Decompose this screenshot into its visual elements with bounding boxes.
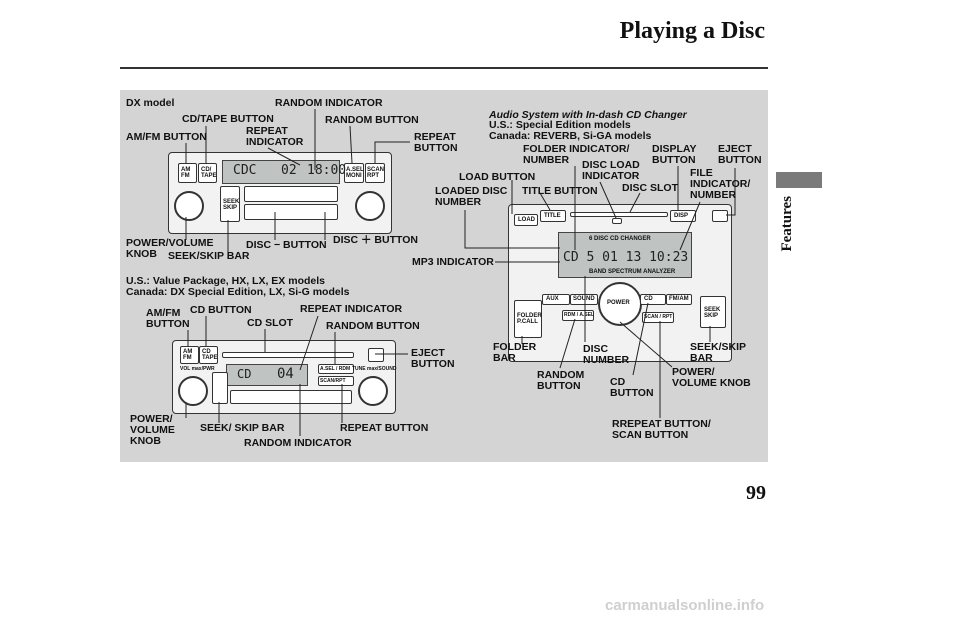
changer-title-button[interactable]: TITLE bbox=[540, 210, 566, 222]
dx-heading: DX model bbox=[126, 97, 175, 109]
us-tune-label: TUNE max/SOUND bbox=[352, 366, 397, 372]
ch-folder-indicator-label: FOLDER INDICATOR/ NUMBER bbox=[523, 143, 630, 166]
us-power-volume-knob[interactable] bbox=[178, 376, 208, 406]
dx-cd-tape-button[interactable]: CD/ TAPE bbox=[198, 163, 217, 183]
us-am-fm-label: AM/FM BUTTON bbox=[146, 307, 190, 330]
changer-display-button[interactable]: DISP bbox=[670, 210, 696, 222]
dx-tune-knob[interactable] bbox=[355, 191, 385, 221]
us-cd-button[interactable]: CD TAPE bbox=[199, 346, 218, 364]
dx-disc-minus-label: DISC − BUTTON bbox=[246, 239, 327, 251]
changer-aux-button[interactable]: AUX bbox=[542, 294, 570, 305]
changer-display: 6 DISC CD CHANGER BAND SPECTRUM ANALYZER… bbox=[558, 232, 692, 278]
dx-disc-plus-label: DISC ＋ BUTTON bbox=[333, 234, 418, 246]
dx-display: CDC 02 18:00 bbox=[222, 160, 346, 184]
changer-random-button[interactable]: RDM / A.SEL bbox=[562, 310, 594, 321]
footer-watermark: carmanualsonline.info bbox=[605, 597, 765, 614]
us-tune-knob[interactable] bbox=[358, 376, 388, 406]
dx-repeat-indicator-label: REPEAT INDICATOR bbox=[246, 125, 304, 148]
changer-scan-button[interactable]: SCAN / RPT bbox=[642, 312, 674, 323]
changer-analyzer: BAND SPECTRUM ANALYZER bbox=[589, 269, 676, 275]
changer-folder-bar[interactable]: FOLDER P.CALL bbox=[514, 300, 542, 338]
ch-power-label: POWER/ VOLUME KNOB bbox=[672, 366, 751, 389]
changer-eject-button[interactable] bbox=[712, 210, 728, 222]
ch-disc-slot-label: DISC SLOT bbox=[622, 182, 679, 194]
dx-display-mode: CDC bbox=[233, 163, 257, 178]
dx-am-fm-button[interactable]: AM FM bbox=[178, 163, 197, 183]
page-number: 99 bbox=[746, 482, 766, 504]
changer-seek-skip-bar[interactable]: SEEK SKIP bbox=[700, 296, 726, 328]
us-eject-label: EJECT BUTTON bbox=[411, 347, 455, 370]
changer-power-label: POWER bbox=[607, 300, 630, 306]
dx-preset-strip-top[interactable] bbox=[244, 186, 338, 202]
us-repeat-indicator-label: REPEAT INDICATOR bbox=[300, 303, 403, 315]
ch-title-button-label: TITLE BUTTON bbox=[522, 185, 598, 197]
ch-repeat-scan-label: RREPEAT BUTTON/ SCAN BUTTON bbox=[612, 418, 711, 441]
dx-seek-label: SEEK/SKIP BAR bbox=[168, 250, 250, 262]
ch-display-button-label: DISPLAY BUTTON bbox=[652, 143, 697, 166]
ch-load-button-label: LOAD BUTTON bbox=[459, 171, 536, 183]
dx-random-button[interactable]: A.SEL MONI bbox=[344, 163, 364, 183]
dx-repeat-button-label: REPEAT BUTTON bbox=[414, 131, 458, 154]
us-am-fm-button[interactable]: AM FM bbox=[180, 346, 199, 364]
us-seek-label: SEEK/ SKIP BAR bbox=[200, 422, 285, 434]
ch-random-label: RANDOM BUTTON bbox=[537, 369, 585, 392]
dx-power-volume-knob[interactable] bbox=[174, 191, 204, 221]
changer-disc-load-indicator bbox=[612, 218, 622, 224]
ch-folder-bar-label: FOLDER BAR bbox=[493, 341, 537, 364]
us-random-button[interactable]: A.SEL / RDM bbox=[318, 364, 354, 374]
dx-preset-strip-bottom[interactable] bbox=[244, 204, 338, 220]
changer-heading: Audio System with In-dash CD Changer bbox=[489, 109, 687, 121]
us-display: CD 04 bbox=[226, 364, 308, 386]
ch-loaded-disc-label: LOADED DISC NUMBER bbox=[435, 185, 508, 208]
us-display-track: 04 bbox=[277, 366, 294, 382]
header-rule bbox=[120, 67, 768, 69]
ch-disc-number-label: DISC NUMBER bbox=[583, 343, 630, 366]
ch-mp3-label: MP3 INDICATOR bbox=[412, 256, 494, 268]
changer-display-text: CD 5 01 13 10:23 bbox=[563, 250, 689, 265]
dx-am-fm-label: AM/FM BUTTON bbox=[126, 131, 207, 143]
us-power-knob-label: POWER/ VOLUME KNOB bbox=[130, 413, 175, 447]
dx-display-track: 02 bbox=[281, 163, 297, 178]
us-cd-slot[interactable] bbox=[222, 352, 354, 358]
us-display-mode: CD bbox=[237, 367, 252, 381]
page-title: Playing a Disc bbox=[619, 18, 765, 44]
ch-disc-load-label: DISC LOAD INDICATOR bbox=[582, 159, 640, 182]
changer-cd-button[interactable]: CD bbox=[640, 294, 666, 305]
dx-random-button-label: RANDOM BUTTON bbox=[325, 114, 419, 126]
dx-repeat-button[interactable]: SCAN RPT bbox=[365, 163, 385, 183]
changer-load-button[interactable]: LOAD bbox=[514, 214, 538, 226]
us-repeat-button-label: REPEAT BUTTON bbox=[340, 422, 429, 434]
section-tab bbox=[776, 172, 822, 188]
dx-seek-skip-bar[interactable]: SEEK SKIP bbox=[220, 186, 240, 222]
section-label: Features bbox=[779, 196, 795, 252]
ch-eject-label: EJECT BUTTON bbox=[718, 143, 762, 166]
dx-power-knob-label: POWER/VOLUME KNOB bbox=[126, 237, 214, 260]
changer-disc-slot[interactable] bbox=[570, 212, 668, 217]
dx-display-time: 18:00 bbox=[307, 163, 347, 178]
us-eject-button[interactable] bbox=[368, 348, 384, 362]
us-seek-skip-bar[interactable] bbox=[212, 372, 228, 404]
us-cd-button-label: CD BUTTON bbox=[190, 304, 252, 316]
dx-cd-tape-label: CD/TAPE BUTTON bbox=[182, 113, 274, 125]
us-vol-label: VOL max/PWR bbox=[180, 366, 215, 372]
us-repeat-button[interactable]: SCAN/RPT bbox=[318, 376, 354, 386]
dx-random-indicator-label: RANDOM INDICATOR bbox=[275, 97, 383, 109]
changer-sound-button[interactable]: SOUND bbox=[570, 294, 598, 305]
us-random-indicator-label: RANDOM INDICATOR bbox=[244, 437, 352, 449]
us-preset-strip[interactable] bbox=[230, 390, 352, 404]
changer-banner: 6 DISC CD CHANGER bbox=[589, 236, 651, 242]
ch-cd-button-label: CD BUTTON bbox=[610, 376, 654, 399]
changer-subheading: U.S.: Special Edition models Canada: REV… bbox=[489, 119, 652, 142]
ch-seek-label: SEEK/SKIP BAR bbox=[690, 341, 747, 364]
us-random-button-label: RANDOM BUTTON bbox=[326, 320, 420, 332]
us-heading: U.S.: Value Package, HX, LX, EX models C… bbox=[126, 275, 350, 298]
changer-fm-am-button[interactable]: FM/AM bbox=[666, 294, 692, 305]
ch-file-label: FILE INDICATOR/ NUMBER bbox=[690, 167, 751, 201]
us-cd-slot-label: CD SLOT bbox=[247, 317, 294, 329]
